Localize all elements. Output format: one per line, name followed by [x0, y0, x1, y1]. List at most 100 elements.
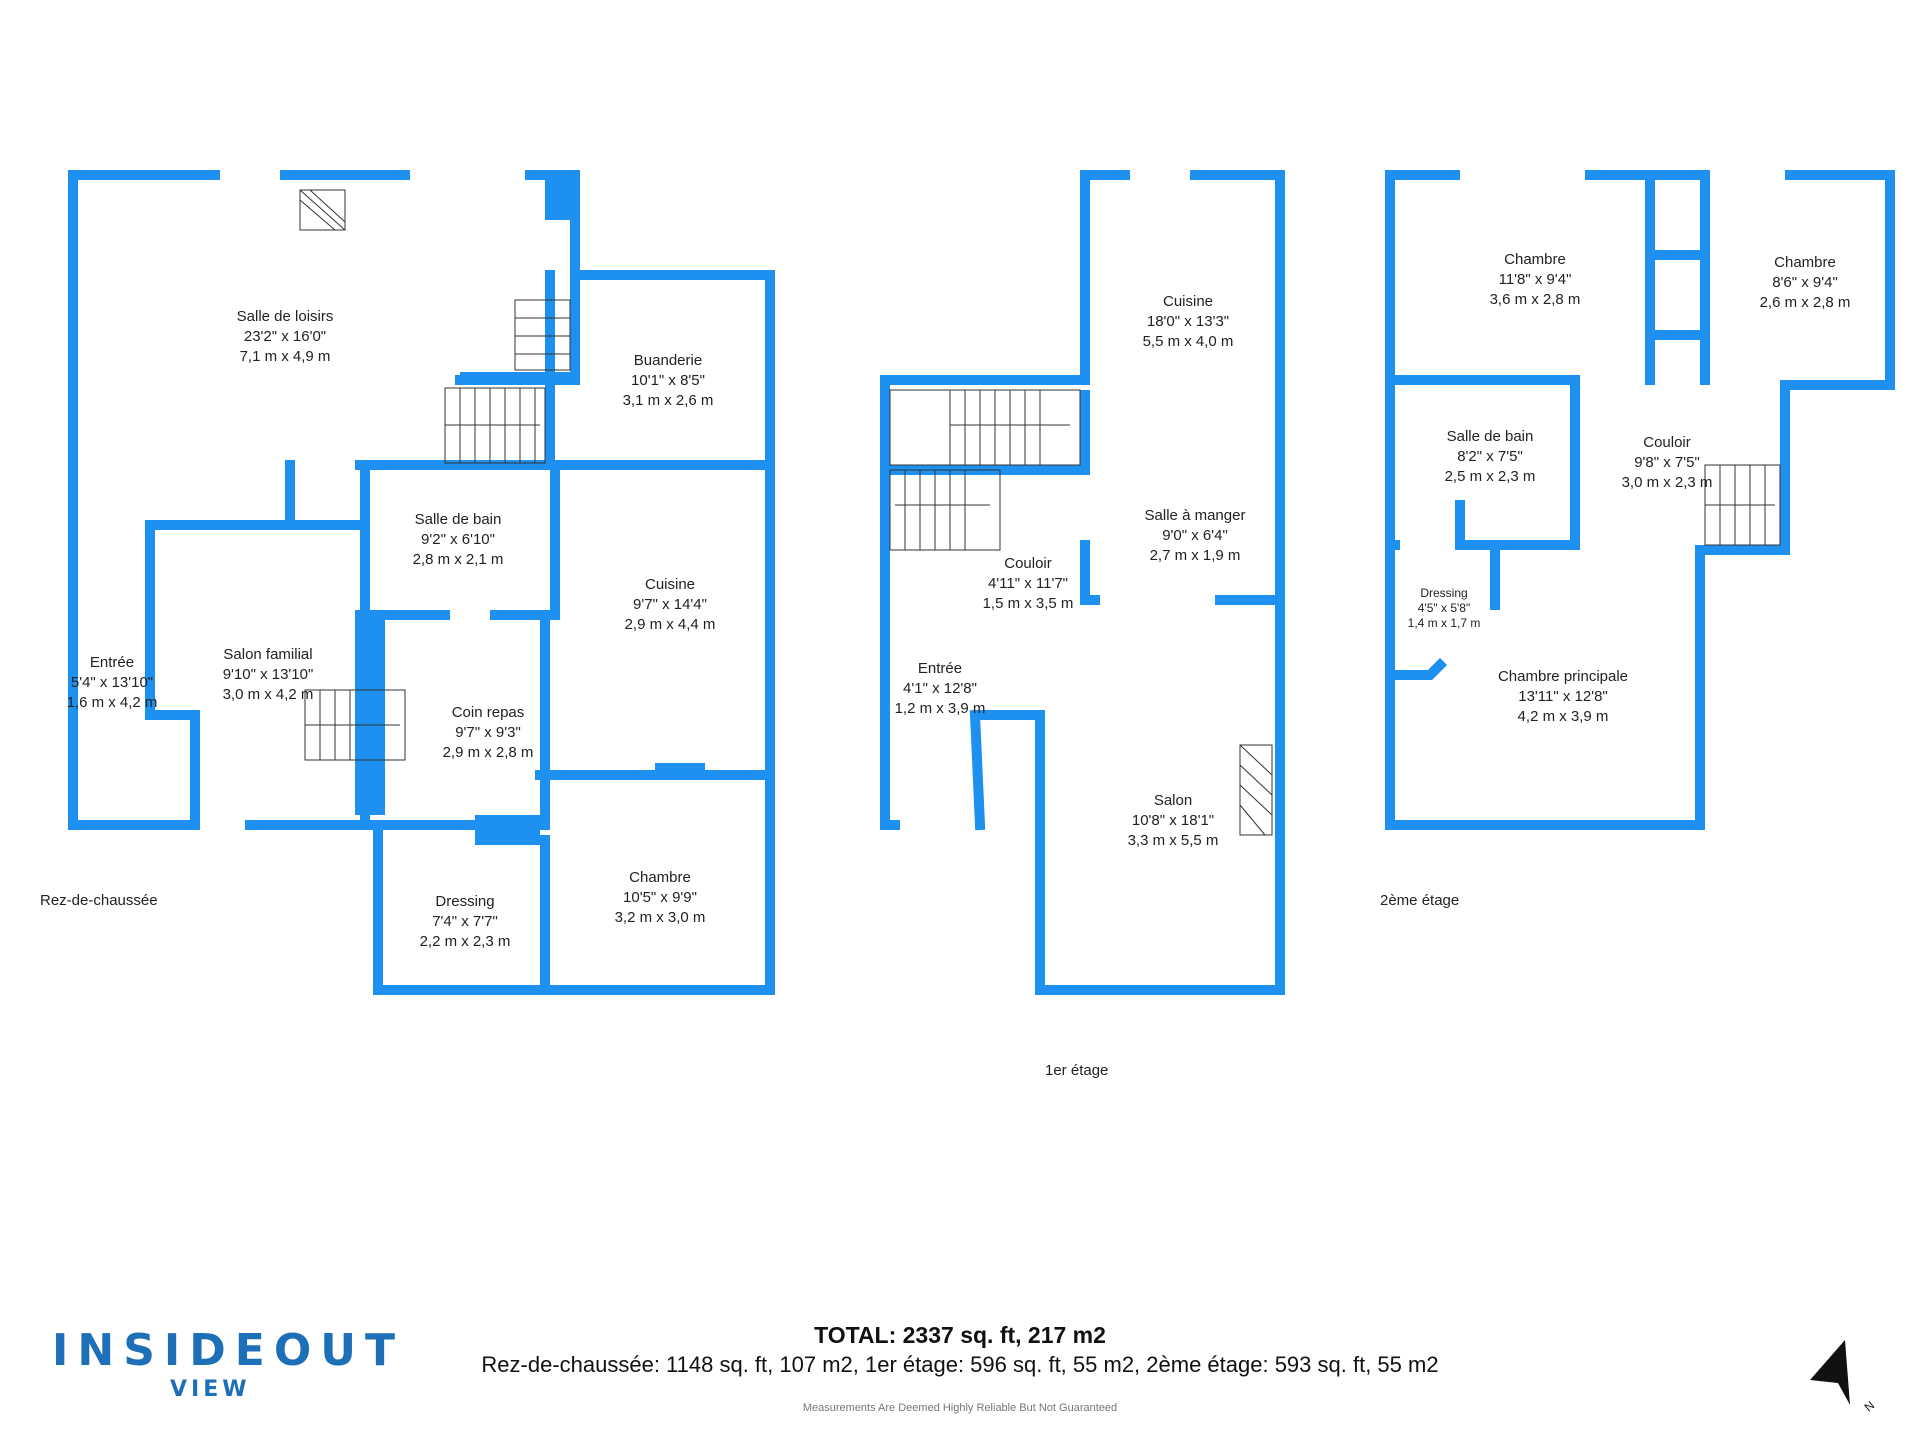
ground-floor-walls — [68, 170, 775, 995]
wall — [1385, 657, 1448, 680]
room-dim-imperial: 11'8" x 9'4" — [1498, 271, 1572, 288]
room-dim-imperial: 8'2" x 7'5" — [1457, 448, 1523, 465]
room-label: Salon 10'8" x 18'1" 3,3 m x 5,5 m — [1128, 791, 1219, 851]
room-label: Dressing 4'5" x 5'8" 1,4 m x 1,7 m — [1408, 586, 1481, 631]
room-label: Dressing 7'4" x 7'7" 2,2 m x 2,3 m — [420, 892, 511, 952]
room-label: Couloir 4'11" x 11'7" 1,5 m x 3,5 m — [983, 554, 1074, 614]
wall — [980, 170, 1285, 995]
room-name: Buanderie — [633, 352, 703, 369]
room-dim-imperial: 5'4" x 13'10" — [70, 674, 154, 691]
wall — [880, 170, 1090, 830]
room-label: Cuisine 18'0" x 13'3" 5,5 m x 4,0 m — [1143, 292, 1234, 352]
total-area: TOTAL: 2337 sq. ft, 217 m2 — [814, 1322, 1106, 1348]
room-label: Cuisine 9'7" x 14'4" 2,9 m x 4,4 m — [625, 575, 716, 635]
room-dim-imperial: 9'10" x 13'10" — [222, 666, 314, 683]
room-name: Chambre — [1774, 254, 1836, 271]
room-name: Entrée — [89, 654, 135, 671]
room-name: Cuisine — [1162, 293, 1214, 310]
room-dim-imperial: 4'5" x 5'8" — [1417, 601, 1471, 615]
wall — [373, 270, 775, 995]
room-name: Salle de bain — [414, 511, 502, 528]
room-dim-imperial: 9'8" x 7'5" — [1634, 454, 1700, 471]
wall — [969, 709, 986, 831]
room-dim-imperial: 4'1" x 12'8" — [903, 680, 977, 697]
room-name: Salle à manger — [1144, 507, 1246, 524]
room-label: Salle de loisirs 23'2" x 16'0" 7,1 m x 4… — [237, 307, 334, 367]
room-name: Chambre — [1504, 251, 1566, 268]
room-dim-metric: 3,0 m x 4,2 m — [222, 686, 314, 703]
north-arrow-icon: N — [1810, 1340, 1878, 1414]
room-dim-imperial: 18'0" x 13'3" — [1146, 313, 1230, 330]
room-label: Chambre 10'5" x 9'9" 3,2 m x 3,0 m — [615, 868, 706, 928]
brand-logo: INSIDEOUT VIEW — [52, 1305, 395, 1405]
floor-label-ground: Rez-de-chaussée — [40, 892, 158, 909]
room-label: Buanderie 10'1" x 8'5" 3,1 m x 2,6 m — [623, 351, 714, 411]
floor-label-first: 1er étage — [1045, 1062, 1109, 1079]
wall — [490, 460, 560, 620]
wall — [1080, 540, 1100, 605]
room-dim-imperial: 9'7" x 14'4" — [633, 596, 707, 613]
room-label: Salle de bain 8'2" x 7'5" 2,5 m x 2,3 m — [1445, 427, 1536, 487]
room-dim-metric: 3,0 m x 2,3 m — [1621, 474, 1713, 491]
compass-label: N — [1862, 1398, 1878, 1414]
room-dim-imperial: 8'6" x 9'4" — [1772, 274, 1838, 291]
wall-block — [475, 815, 540, 845]
wall-block — [460, 372, 575, 384]
wall — [145, 520, 200, 830]
second-stairs — [1704, 464, 1781, 546]
room-dim-metric: 3,1 m x 2,6 m — [622, 392, 714, 409]
ground-stairs — [299, 189, 571, 761]
room-dim-metric: 3,2 m x 3,0 m — [614, 909, 706, 926]
room-dim-imperial: 9'7" x 9'3" — [455, 724, 521, 741]
room-label: Entrée 4'1" x 12'8" 1,2 m x 3,9 m — [895, 659, 986, 719]
room-dim-metric: 3,3 m x 5,5 m — [1127, 832, 1219, 849]
room-label: Chambre 11'8" x 9'4" 3,6 m x 2,8 m — [1490, 250, 1581, 310]
room-dim-metric: 2,9 m x 2,8 m — [442, 744, 534, 761]
room-dim-imperial: 23'2" x 16'0" — [243, 328, 327, 345]
room-name: Salon — [1153, 792, 1193, 809]
room-dim-metric: 2,9 m x 4,4 m — [624, 616, 716, 633]
wall-block — [545, 170, 575, 220]
room-label: Salon familial 9'10" x 13'10" 3,0 m x 4,… — [223, 645, 314, 705]
floor-label-second: 2ème étage — [1380, 892, 1460, 909]
room-dim-metric: 4,2 m x 3,9 m — [1517, 708, 1609, 725]
room-name: Dressing — [1420, 586, 1468, 600]
area-breakdown: Rez-de-chaussée: 1148 sq. ft, 107 m2, 1e… — [481, 1352, 1439, 1377]
room-dim-imperial: 7'4" x 7'7" — [432, 913, 498, 930]
first-floor-walls — [880, 170, 1285, 995]
room-name: Chambre — [629, 869, 691, 886]
room-dim-metric: 2,2 m x 2,3 m — [419, 933, 511, 950]
wall — [373, 610, 550, 830]
wall-block — [355, 615, 385, 815]
disclaimer: Measurements Are Deemed Highly Reliable … — [802, 1402, 1118, 1414]
room-dim-metric: 1,4 m x 1,7 m — [1407, 616, 1481, 630]
room-dim-metric: 7,1 m x 4,9 m — [239, 348, 331, 365]
room-dim-metric: 1,6 m x 4,2 m — [66, 694, 158, 711]
room-label: Salle de bain 9'2" x 6'10" 2,8 m x 2,1 m — [413, 510, 504, 570]
room-label: Coin repas 9'7" x 9'3" 2,9 m x 2,8 m — [443, 703, 534, 763]
room-label: Salle à manger 9'0" x 6'4" 2,7 m x 1,9 m — [1145, 506, 1246, 566]
room-dim-imperial: 4'11" x 11'7" — [987, 575, 1069, 592]
room-dim-metric: 2,6 m x 2,8 m — [1759, 294, 1851, 311]
room-name: Cuisine — [644, 576, 696, 593]
wall — [1385, 170, 1895, 830]
room-dim-imperial: 10'5" x 9'9" — [623, 889, 697, 906]
room-dim-metric: 2,7 m x 1,9 m — [1149, 547, 1241, 564]
room-dim-metric: 2,8 m x 2,1 m — [412, 551, 504, 568]
room-name: Couloir — [1643, 434, 1691, 451]
room-dim-imperial: 10'8" x 18'1" — [1131, 812, 1215, 829]
room-dim-imperial: 9'2" x 6'10" — [421, 531, 495, 548]
room-name: Couloir — [1004, 555, 1052, 572]
room-label: Entrée 5'4" x 13'10" 1,6 m x 4,2 m — [67, 653, 158, 713]
brand-word-main: INSIDEOUT — [52, 1325, 404, 1376]
room-name: Dressing — [435, 893, 495, 910]
second-floor-walls — [1385, 170, 1895, 830]
room-name: Salon familial — [223, 646, 313, 663]
room-dim-imperial: 13'11" x 12'8" — [1518, 688, 1608, 705]
room-name: Coin repas — [451, 704, 525, 721]
room-dim-metric: 3,6 m x 2,8 m — [1489, 291, 1581, 308]
room-dim-imperial: 10'1" x 8'5" — [631, 372, 705, 389]
wall — [68, 170, 195, 830]
room-dim-imperial: 9'0" x 6'4" — [1162, 527, 1228, 544]
